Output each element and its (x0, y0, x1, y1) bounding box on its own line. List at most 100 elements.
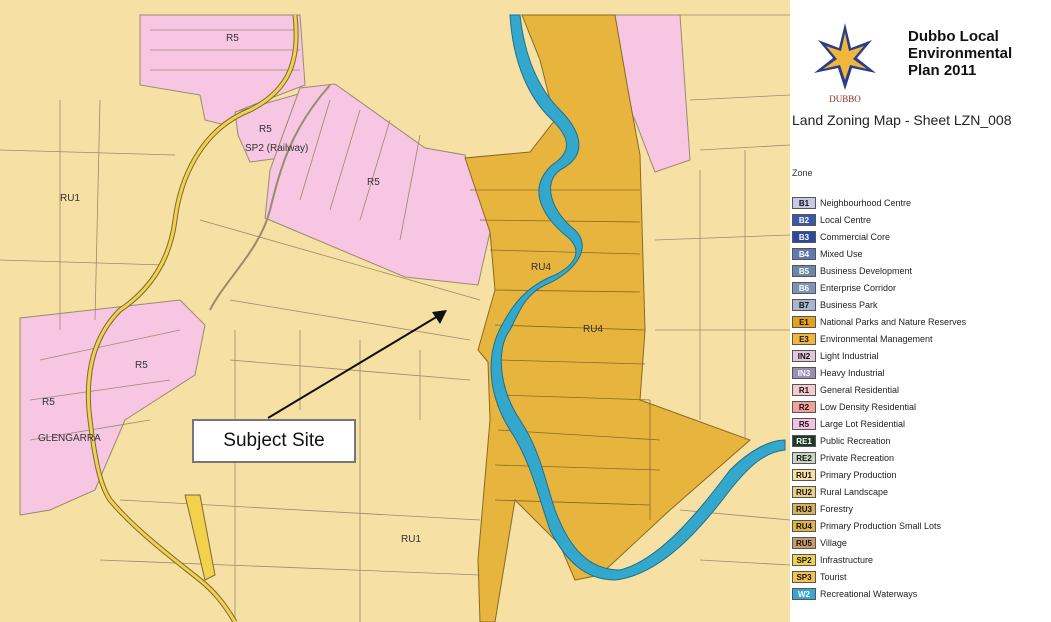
zone-label: RU1 (401, 534, 421, 545)
legend-label: Public Recreation (820, 435, 891, 446)
cadastre-lot-lines (0, 14, 790, 622)
subject-site-label: Subject Site (192, 419, 356, 463)
legend-item-b7: B7 Business Park (792, 296, 966, 313)
legend-swatch: RE2 (792, 451, 816, 464)
legend-label: Large Lot Residential (820, 418, 906, 429)
legend-item-ru1: RU1 Primary Production (792, 466, 966, 483)
legend-item-in3: IN3 Heavy Industrial (792, 364, 966, 381)
legend-swatch: RU1 (792, 468, 816, 481)
sp2-strip (184, 494, 216, 581)
legend-swatch: RU3 (792, 502, 816, 515)
legend-swatch: SP3 (792, 570, 816, 583)
legend-item-e1: E1 National Parks and Nature Reserves (792, 313, 966, 330)
legend-label: Recreational Waterways (820, 588, 918, 599)
legend-panel: DUBBO Dubbo Local Environmental Plan 201… (790, 0, 1051, 622)
zone-label: RU1 (60, 193, 80, 204)
zone-label: RU4 (531, 262, 551, 273)
legend-label: Environmental Management (820, 333, 933, 344)
legend-label: Primary Production (820, 469, 897, 480)
legend-label: Enterprise Corridor (820, 282, 897, 293)
zoning-map: R5 R5 SP2 (Railway) R5 RU1 RU4 RU4 R5 R5… (0, 0, 790, 622)
legend-swatch: E1 (792, 315, 816, 328)
legend-item-ru2: RU2 Rural Landscape (792, 483, 966, 500)
legend-item-w2: W2 Recreational Waterways (792, 585, 966, 602)
legend-swatch: B2 (792, 213, 816, 226)
legend-item-r5: R5 Large Lot Residential (792, 415, 966, 432)
legend-label: Heavy Industrial (820, 367, 885, 378)
legend-swatch: R5 (792, 417, 816, 430)
legend-item-ru3: RU3 Forestry (792, 500, 966, 517)
legend-item-ru4: RU4 Primary Production Small Lots (792, 517, 966, 534)
legend-label: Tourist (820, 571, 847, 582)
dubbo-logo: DUBBO (810, 18, 880, 108)
plan-title: Dubbo Local Environmental Plan 2011 (908, 28, 1013, 79)
place-name: GLENGARRA (38, 433, 101, 444)
legend-label: Rural Landscape (820, 486, 889, 497)
legend-label: Business Park (820, 299, 878, 310)
legend-item-re2: RE2 Private Recreation (792, 449, 966, 466)
legend-label: Neighbourhood Centre (820, 197, 912, 208)
legend-swatch: RU4 (792, 519, 816, 532)
subject-site-arrow (267, 315, 439, 419)
legend-item-b3: B3 Commercial Core (792, 228, 966, 245)
legend-swatch: SP2 (792, 553, 816, 566)
legend-item-in2: IN2 Light Industrial (792, 347, 966, 364)
legend-label: General Residential (820, 384, 900, 395)
legend-label: Business Development (820, 265, 913, 276)
legend-item-b5: B5 Business Development (792, 262, 966, 279)
legend-label: Local Centre (820, 214, 872, 225)
legend-label: Mixed Use (820, 248, 863, 259)
legend-label: Village (820, 537, 847, 548)
zone-label: R5 (42, 397, 55, 408)
legend-item-r2: R2 Low Density Residential (792, 398, 966, 415)
legend-item-b4: B4 Mixed Use (792, 245, 966, 262)
legend-item-r1: R1 General Residential (792, 381, 966, 398)
legend-label: Forestry (820, 503, 854, 514)
logo-text: DUBBO (829, 94, 861, 104)
legend-label: Commercial Core (820, 231, 891, 242)
legend-label: Private Recreation (820, 452, 895, 463)
legend-label: Low Density Residential (820, 401, 917, 412)
railway-line (86, 14, 298, 622)
legend-swatch: RU2 (792, 485, 816, 498)
legend-item-sp2: SP2 Infrastructure (792, 551, 966, 568)
legend-heading: Zone (792, 168, 813, 178)
legend-item-sp3: SP3 Tourist (792, 568, 966, 585)
waterway (490, 14, 786, 581)
zone-label: RU4 (583, 324, 603, 335)
zone-label: R5 (259, 124, 272, 135)
legend-label: National Parks and Nature Reserves (820, 316, 967, 327)
legend-swatch: IN3 (792, 366, 816, 379)
legend-swatch: RE1 (792, 434, 816, 447)
dubbo-star-icon: DUBBO (814, 23, 876, 104)
zone-r5-centre (264, 83, 491, 286)
legend-swatch: IN2 (792, 349, 816, 362)
legend-label: Infrastructure (820, 554, 874, 565)
legend-item-b6: B6 Enterprise Corridor (792, 279, 966, 296)
legend-label: Primary Production Small Lots (820, 520, 942, 531)
legend-item-re1: RE1 Public Recreation (792, 432, 966, 449)
legend-swatch: B6 (792, 281, 816, 294)
legend-swatch: B4 (792, 247, 816, 260)
zone-r5-west (19, 299, 206, 516)
legend-label: Light Industrial (820, 350, 879, 361)
legend-swatch: B7 (792, 298, 816, 311)
arrow-head-icon (432, 310, 447, 324)
legend-item-ru5: RU5 Village (792, 534, 966, 551)
road (209, 84, 331, 311)
legend-swatch: B5 (792, 264, 816, 277)
legend-swatch: R2 (792, 400, 816, 413)
legend-swatch: W2 (792, 587, 816, 600)
zone-label: R5 (135, 360, 148, 371)
subject-site-text: Subject Site (223, 430, 325, 451)
sheet-title: Land Zoning Map - Sheet LZN_008 (792, 112, 1012, 128)
zone-label: R5 (367, 177, 380, 188)
legend-swatch: R1 (792, 383, 816, 396)
zone-label: SP2 (Railway) (245, 143, 308, 154)
legend-swatch: RU5 (792, 536, 816, 549)
legend-swatch: B3 (792, 230, 816, 243)
